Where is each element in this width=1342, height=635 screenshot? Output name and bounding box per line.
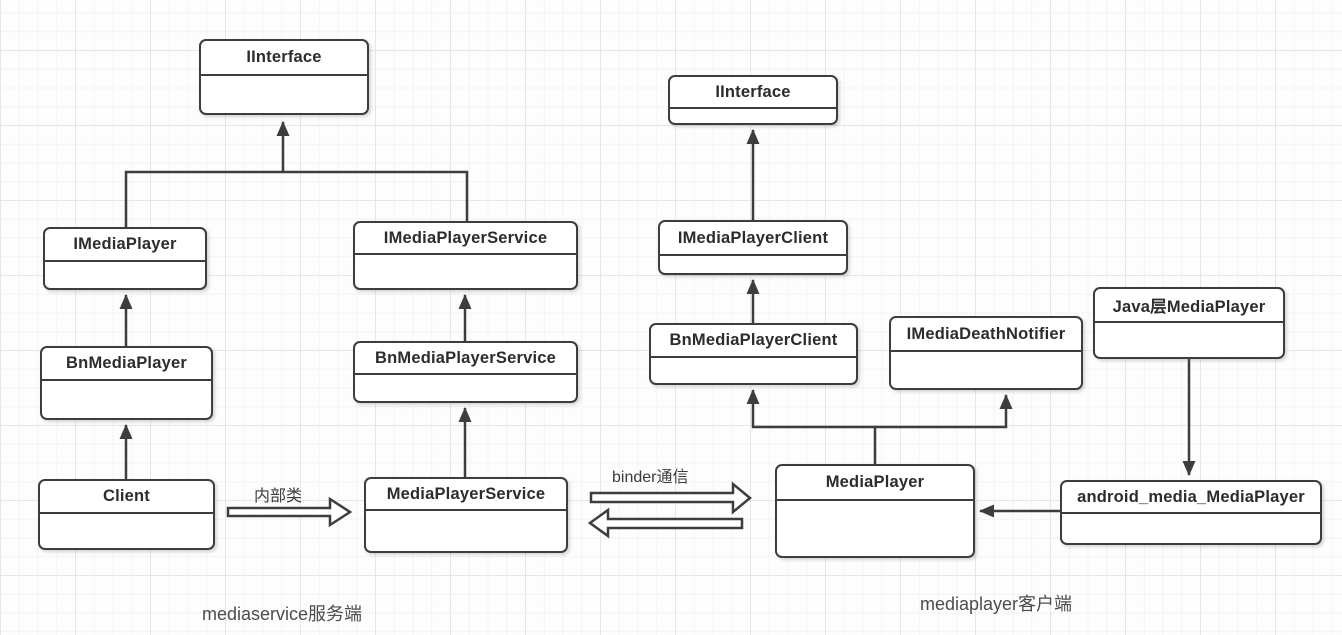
class-node-iinterface-right: IInterface — [668, 75, 838, 125]
class-title: MediaPlayer — [825, 473, 925, 491]
edge-label-binder: binder通信 — [612, 469, 689, 486]
class-body-empty — [651, 356, 856, 383]
class-title: IMediaDeathNotifier — [906, 324, 1066, 343]
class-node-imediaplayerservice: IMediaPlayerService — [353, 221, 578, 290]
class-body-empty — [40, 512, 213, 548]
class-node-java-mediaplayer: Java层MediaPlayer — [1093, 287, 1285, 359]
class-body-empty — [891, 350, 1081, 388]
hollow-arrow-inner-class — [226, 496, 353, 528]
hollow-arrow-binder-right — [589, 481, 752, 515]
edge-mediaplayer-to-imediadeathnotifier — [875, 394, 1013, 429]
class-title: Java层MediaPlayer — [1112, 298, 1266, 316]
class-title: IInterface — [715, 82, 791, 101]
class-node-mediaplayer: MediaPlayer — [775, 464, 975, 558]
class-body-empty — [670, 107, 836, 123]
class-title: BnMediaPlayer — [66, 354, 187, 372]
class-node-imediaplayer: IMediaPlayer — [43, 227, 207, 290]
class-body-empty — [777, 499, 973, 556]
class-body-empty — [660, 254, 846, 273]
edge-branch-imediaplayer-imediaplayerservice — [124, 170, 469, 227]
class-title: BnMediaPlayerClient — [669, 331, 838, 349]
class-node-bnmediaplayerclient: BnMediaPlayerClient — [649, 323, 858, 385]
class-body-empty — [42, 379, 211, 418]
class-title: BnMediaPlayerService — [374, 348, 556, 367]
class-title: IMediaPlayerClient — [677, 228, 829, 247]
class-body-empty — [366, 509, 566, 551]
class-body-empty — [45, 260, 205, 288]
class-body-empty — [355, 373, 576, 401]
class-node-iinterface-left: IInterface — [199, 39, 369, 115]
class-body-empty — [1095, 321, 1283, 357]
region-label-mediaservice-server: mediaservice服务端 — [202, 604, 363, 624]
class-node-android-media-mediaplayer: android_media_MediaPlayer — [1060, 480, 1322, 545]
class-node-imediaplayerclient: IMediaPlayerClient — [658, 220, 848, 275]
class-node-client: Client — [38, 479, 215, 550]
class-body-empty — [201, 74, 367, 113]
region-label-mediaplayer-client: mediaplayer客户端 — [920, 594, 1073, 614]
class-title: MediaPlayerService — [386, 484, 546, 503]
class-node-imediadeathnotifier: IMediaDeathNotifier — [889, 316, 1083, 390]
class-node-bnmediaplayerservice: BnMediaPlayerService — [353, 341, 578, 403]
class-title: IInterface — [246, 48, 322, 66]
edge-label-inner-class: 内部类 — [254, 488, 303, 505]
class-node-mediaplayerservice: MediaPlayerService — [364, 477, 568, 553]
hollow-arrow-binder-left — [587, 507, 744, 539]
class-body-empty — [1062, 512, 1320, 543]
class-node-bnmediaplayer: BnMediaPlayer — [40, 346, 213, 420]
class-title: IMediaPlayer — [73, 235, 177, 253]
edge-mediaplayer-to-bnmediaplayerclient — [746, 389, 877, 464]
class-body-empty — [355, 253, 576, 288]
class-title: IMediaPlayerService — [383, 228, 548, 247]
class-title: Client — [102, 487, 151, 505]
class-title: android_media_MediaPlayer — [1077, 487, 1305, 506]
